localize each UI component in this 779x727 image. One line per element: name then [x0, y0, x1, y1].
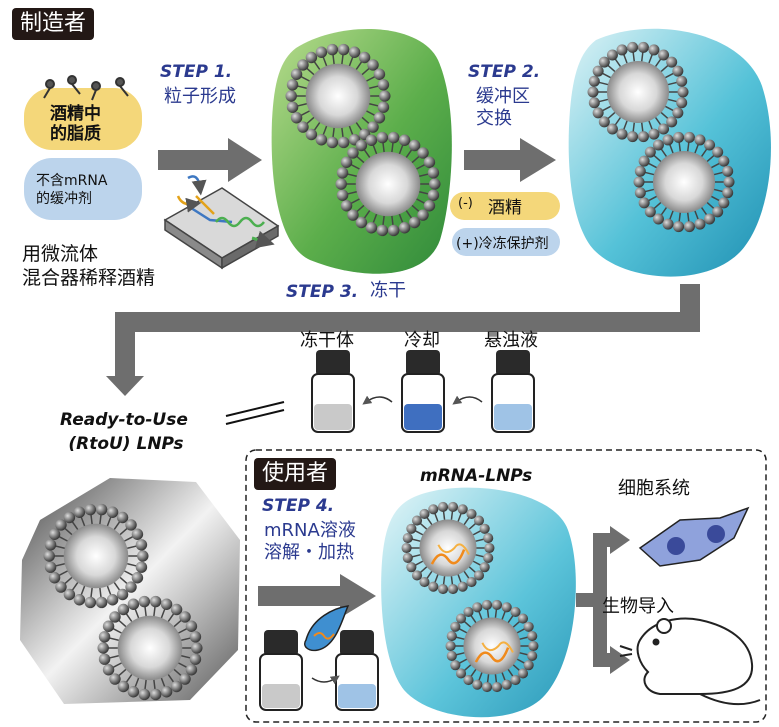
lnp-particle	[633, 131, 735, 233]
mrna-lnp-particle	[401, 501, 495, 595]
cryoprotectant-added-pill	[452, 228, 560, 256]
branch-arrow-to-cells	[576, 533, 612, 607]
step2-desc-line2: 交换	[476, 108, 512, 129]
lnp-particle	[43, 503, 149, 609]
branch-arrow-to-in-vivo	[593, 600, 612, 667]
branch-arrowhead-cells	[610, 526, 630, 554]
vial-cooling	[401, 350, 445, 433]
buffer-label: 不含mRNA 的缓冲剂	[36, 172, 107, 208]
step1-desc: 粒子形成	[164, 86, 236, 107]
mouse-icon	[619, 617, 761, 706]
lipid-in-alcohol-pill	[24, 88, 142, 150]
step4-desc: mRNA溶液 溶解・加热	[264, 520, 356, 564]
minus-sign: (-)	[458, 196, 473, 211]
vial-freeze-dried-label: 冻干体	[300, 330, 354, 351]
rtou-label-line1: Ready-to-Use	[60, 410, 188, 430]
alcohol-removed-label: 酒精	[488, 198, 522, 218]
step4-desc-line2: 溶解・加热	[264, 542, 354, 563]
maker-tag: 制造者	[12, 8, 95, 40]
mrna-lnps-label: mRNA-LNPs	[420, 466, 533, 486]
vial-before-dissolve	[259, 630, 303, 711]
mixer-label-line1: 用微流体	[22, 243, 99, 265]
vial-after-dissolve	[335, 630, 379, 711]
arrow-dissolve	[311, 675, 340, 685]
arrow-suspension-to-cooling	[452, 395, 483, 405]
in-vivo-label: 生物导入	[602, 596, 674, 617]
step3-desc: 冻干	[370, 280, 406, 301]
step4-desc-line1: mRNA溶液	[264, 520, 356, 541]
alcohol-removed-pill	[450, 192, 560, 220]
step3-connector-arrowhead	[106, 376, 144, 396]
branch-arrowhead-in-vivo	[610, 646, 630, 674]
mrna-droplet-icon	[304, 605, 350, 652]
step4-label: STEP 4.	[262, 496, 335, 516]
lnp-particle	[587, 41, 689, 143]
buffer-without-mrna-pill	[24, 158, 142, 220]
vial-cooling-label: 冷却	[404, 330, 440, 351]
cell-culture-icon	[638, 506, 750, 567]
buffer-label-line1: 不含mRNA	[36, 173, 108, 189]
lipid-molecules-icon	[43, 75, 129, 101]
vial-suspension-label: 悬浊液	[484, 330, 538, 351]
equals-line-top	[225, 401, 285, 417]
step2-label: STEP 2.	[468, 62, 541, 82]
lipid-label: 酒精中 的脂质	[50, 104, 101, 144]
vial-freeze-dried	[311, 350, 355, 433]
step2-desc-line1: 缓冲区	[476, 86, 530, 107]
lnp-particle	[97, 595, 203, 701]
arrow-cooling-to-freeze	[362, 395, 393, 405]
vial-suspension	[491, 350, 535, 433]
step4-arrow	[258, 574, 376, 618]
step1-label: STEP 1.	[160, 62, 233, 82]
mrna-lnp-particle	[445, 599, 539, 693]
mixer-label-line2: 混合器稀释酒精	[22, 267, 156, 289]
mixer-label: 用微流体 混合器稀释酒精	[22, 242, 155, 290]
buffer-label-line2: 的缓冲剂	[36, 191, 92, 207]
step3-label: STEP 3.	[286, 282, 359, 302]
user-dashed-box	[245, 449, 767, 723]
rtou-label-line2: (RtoU) LNPs	[68, 434, 184, 454]
lnp-particle	[335, 131, 441, 237]
lipid-label-line1: 酒精中	[50, 104, 101, 124]
step1-arrow	[158, 138, 262, 182]
user-tag: 使用者	[254, 458, 337, 490]
rtou-label: Ready-to-Use (RtoU) LNPs	[60, 408, 188, 456]
step2-desc: 缓冲区 交换	[476, 86, 530, 130]
step3-connector-path	[115, 284, 700, 382]
lipid-label-line2: 的脂质	[50, 124, 101, 144]
lnp-particles	[43, 41, 735, 701]
step2-arrow	[464, 138, 556, 182]
microfluidic-mixer-icon	[163, 175, 280, 270]
cryoprotectant-label: (+)冷冻保护剂	[456, 236, 549, 252]
cells-label: 细胞系统	[618, 478, 690, 499]
equals-line-bottom	[225, 409, 285, 425]
